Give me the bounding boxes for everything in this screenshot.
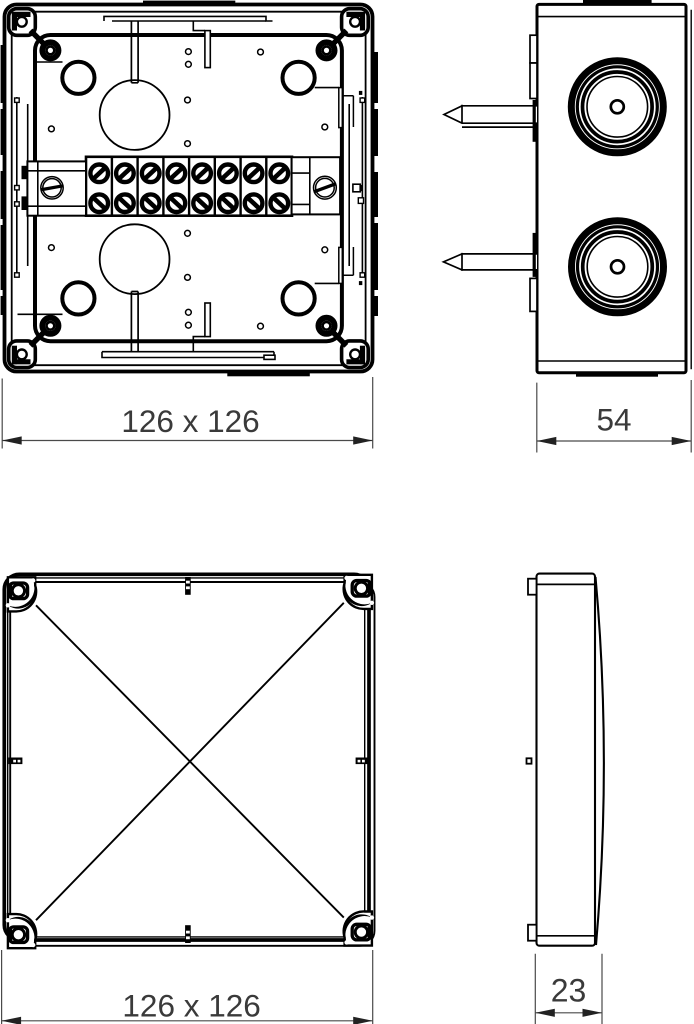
svg-text:54: 54 bbox=[596, 402, 631, 438]
svg-text:126 x 126: 126 x 126 bbox=[121, 403, 259, 439]
svg-text:23: 23 bbox=[551, 972, 587, 1008]
svg-text:126 x 126: 126 x 126 bbox=[122, 988, 260, 1024]
